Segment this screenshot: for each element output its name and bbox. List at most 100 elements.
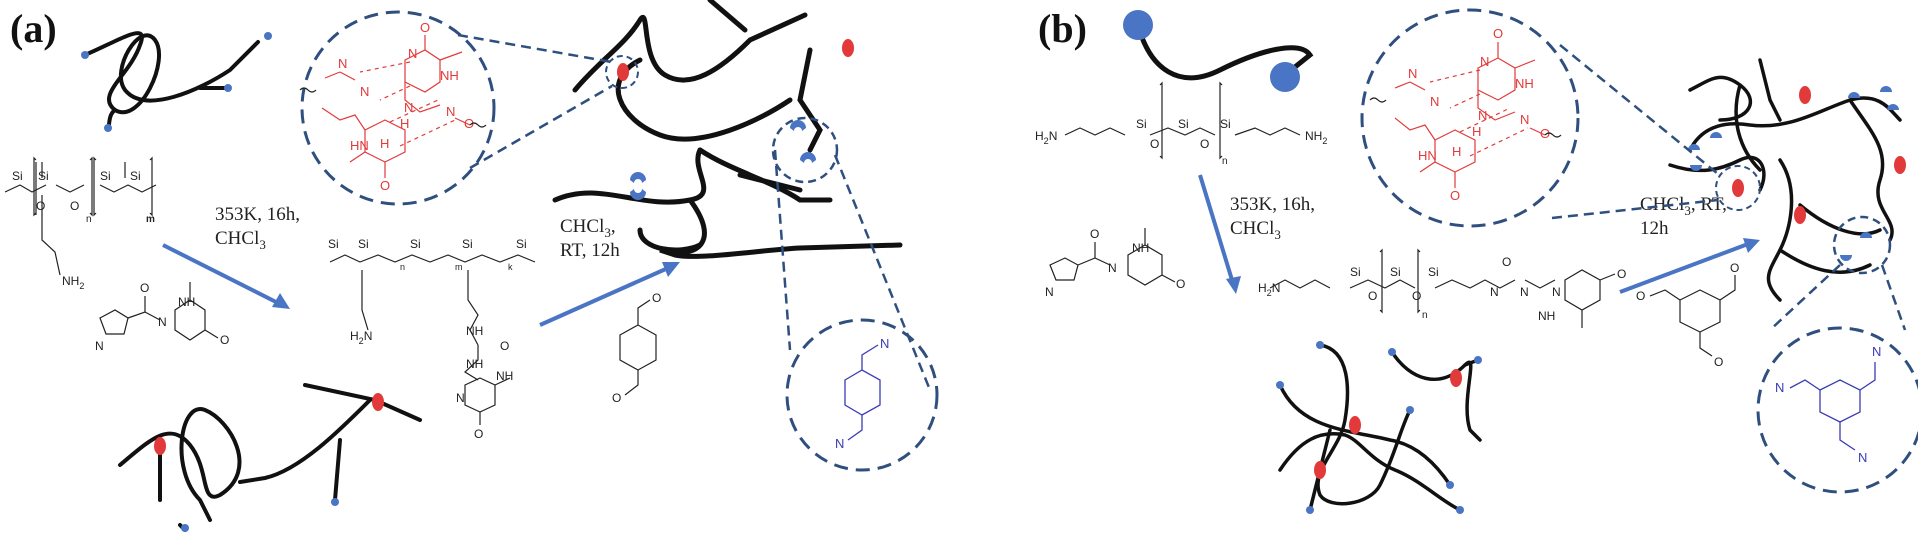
n-label: N (1775, 380, 1784, 395)
panel-b-telechelic-chain (1123, 10, 1314, 92)
panel-a-terephthalaldehyde-labels: O O (612, 291, 661, 405)
panel-a-aminopropyl-pdms-labels: Si O Si O Si Si n m NH2 (12, 169, 155, 291)
si-label: Si (1390, 265, 1401, 279)
panel-a-conditions-step-1: 353K, 16h, CHCl3 (215, 204, 300, 252)
step2-line1: CHCl3, (560, 216, 616, 240)
repeat-m-label: m (455, 262, 463, 272)
o-label: O (140, 281, 149, 295)
panel-b-network-red-nodes (1732, 86, 1906, 224)
panel-a-zoom-lines (457, 33, 932, 391)
panel-b-upy-pdms-labels: H2N Si O Si O Si n N O N N NH O (1258, 255, 1626, 323)
repeat-n-label: n (1222, 156, 1228, 167)
step2-line2: RT, 12h (560, 240, 620, 261)
panel-a-imine-zoom-marker (771, 116, 839, 184)
n-label: N (1858, 450, 1867, 465)
si-label: Si (1350, 265, 1361, 279)
panel-b-upy-dimer-inset: O N NH N N N N HN O O H H (1360, 8, 1580, 228)
n-label: N (446, 104, 455, 119)
o-label: O (612, 391, 621, 405)
o-label: O (1636, 289, 1645, 303)
n-label: N (158, 315, 167, 329)
n-label: N (835, 436, 844, 451)
step2-line2: 12h (1640, 218, 1669, 239)
panel-a-chain-end-groups (181, 498, 339, 532)
panel-b-upy-zoom-marker (1715, 165, 1761, 211)
h-label: H (1472, 124, 1481, 139)
nh-label: NH (440, 68, 459, 83)
repeat-n-label: n (400, 262, 405, 272)
n-label: N (1408, 66, 1417, 81)
o-label: O (1493, 26, 1503, 41)
repeat-n-label: n (86, 214, 92, 225)
nh-label: NH (1538, 309, 1555, 323)
nh2-label: NH2 (62, 274, 84, 291)
nh2-label: H2N (350, 329, 372, 346)
si-label: Si (358, 237, 369, 251)
n-label: N (1478, 108, 1487, 123)
o-label: O (1450, 188, 1460, 203)
panel-a-upy-reagent-labels: N O N NH O (95, 281, 229, 353)
n-label: N (338, 56, 347, 71)
n-label: N (456, 391, 465, 405)
panel-b-upy-reagent-labels: N O N NH O (1045, 227, 1185, 299)
si-label: Si (328, 237, 339, 251)
panel-a-upy-zoom-marker (605, 55, 639, 89)
panel-a-network-imine-crosslinks (630, 120, 816, 200)
panel-b-pdms-labels: H2N Si O Si O Si n NH2 (1035, 117, 1327, 167)
n-label: N (360, 84, 369, 99)
nh-label: NH (1132, 241, 1149, 255)
hn-label: HN (350, 138, 369, 153)
panel-a-precursor-chain (83, 31, 260, 130)
o-label: O (36, 199, 45, 213)
o-label: O (1714, 355, 1723, 369)
n-label: N (1045, 285, 1054, 299)
o-label: O (500, 339, 509, 353)
panel-a-conditions-step-2: CHCl3, RT, 12h (560, 216, 620, 261)
h-label: H (1452, 144, 1461, 159)
n-label: N (1480, 54, 1489, 69)
nh-label: NH (466, 324, 483, 338)
n-label: N (1872, 344, 1881, 359)
panel-b-aminopropyl-pdms-structure (1064, 81, 1301, 160)
panel-a-network-red-nodes (617, 39, 854, 81)
panel-b-label: (b) (1038, 6, 1087, 51)
n-label: N (1552, 285, 1561, 299)
o-label: O (1200, 137, 1209, 151)
panel-b-conditions-step-2: CHCl3, RT, 12h (1640, 194, 1727, 239)
panel-a-upy-dimer-inset: O N NH N N N N HN O O H H (299, 10, 496, 206)
nh-label: NH (496, 369, 513, 383)
nh2-label: NH2 (1305, 129, 1327, 146)
panel-b-imine-inset: N N N (1756, 326, 1918, 494)
si-label: Si (1428, 265, 1439, 279)
step1-line1: 353K, 16h, (1230, 194, 1315, 215)
nh-label: NH (1515, 76, 1534, 91)
si-label: Si (410, 237, 421, 251)
panel-b-upy-chain-network (1278, 343, 1482, 512)
o-label: O (464, 116, 474, 131)
si-label: Si (516, 237, 527, 251)
n-label: N (95, 339, 104, 353)
h2n-label: H2N (1258, 281, 1280, 298)
n-label: N (408, 46, 417, 61)
o-label: O (380, 178, 390, 193)
panel-b-arrow-step-1 (1198, 174, 1241, 294)
panel-b-upy-terminated-pdms (1269, 248, 1616, 328)
o-label: O (1730, 261, 1739, 275)
panel-a-copolymer-labels: Si Si Si Si Si H2N NH O NH NH N O n m k (328, 237, 527, 441)
si-label: Si (12, 169, 23, 183)
panel-b-conditions-step-1: 353K, 16h, CHCl3 (1230, 194, 1315, 242)
o-label: O (1090, 227, 1099, 241)
hn-label: HN (1418, 148, 1437, 163)
repeat-m-label: m (146, 214, 155, 225)
si-label: Si (38, 169, 49, 183)
n-label: N (1108, 261, 1117, 275)
o-label: O (220, 333, 229, 347)
si-label: Si (1220, 117, 1231, 131)
h-label: H (380, 136, 389, 151)
si-label: Si (100, 169, 111, 183)
panel-a-aminopropyl-pdms-structure (4, 156, 157, 276)
repeat-n-label: n (1422, 310, 1428, 321)
n-label: N (1430, 94, 1439, 109)
step1-line1: 353K, 16h, (215, 204, 300, 225)
